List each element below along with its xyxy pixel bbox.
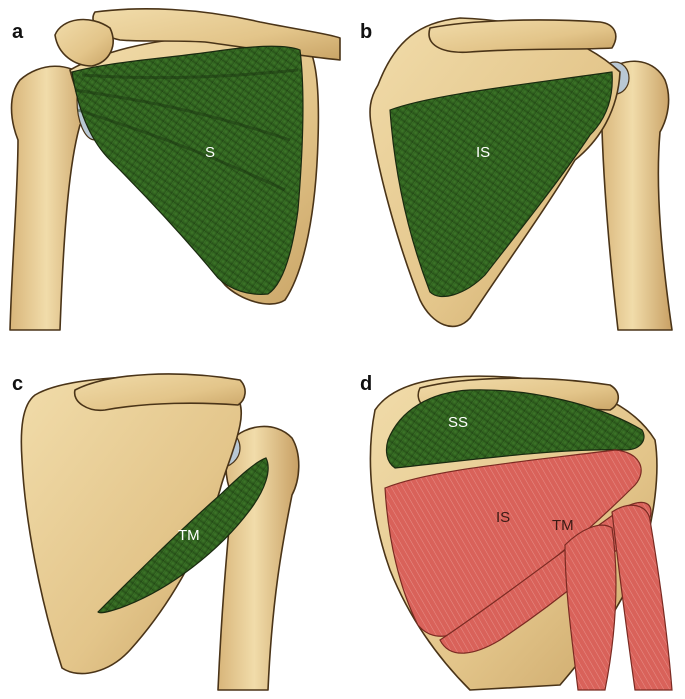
panel-a: a S xyxy=(9,8,341,331)
panel-d: d SS IS TM xyxy=(360,373,673,691)
coracoid-bone xyxy=(54,18,114,67)
muscle-label: IS xyxy=(476,144,490,161)
teres-major-muscle xyxy=(97,457,269,614)
scapular-spine xyxy=(428,19,617,54)
triceps-long-head xyxy=(564,524,617,691)
infraspinatus-muscle xyxy=(389,71,613,298)
muscle-label: TM xyxy=(552,517,574,534)
panel-b: b IS xyxy=(360,17,673,331)
subscapularis-muscle xyxy=(71,45,304,295)
muscle-label: IS xyxy=(496,509,510,526)
muscle-label: TM xyxy=(178,527,200,544)
panel-letter: d xyxy=(360,373,372,395)
panel-letter: c xyxy=(12,373,23,395)
supraspinatus-muscle xyxy=(385,389,645,469)
muscle-label: S xyxy=(205,144,215,161)
muscle-label: SS xyxy=(448,414,468,431)
panel-c: c TM xyxy=(12,373,300,691)
scapular-spine xyxy=(73,373,246,412)
panel-letter: a xyxy=(12,21,24,43)
panel-letter: b xyxy=(360,21,372,43)
triceps-lateral-head xyxy=(611,504,673,691)
